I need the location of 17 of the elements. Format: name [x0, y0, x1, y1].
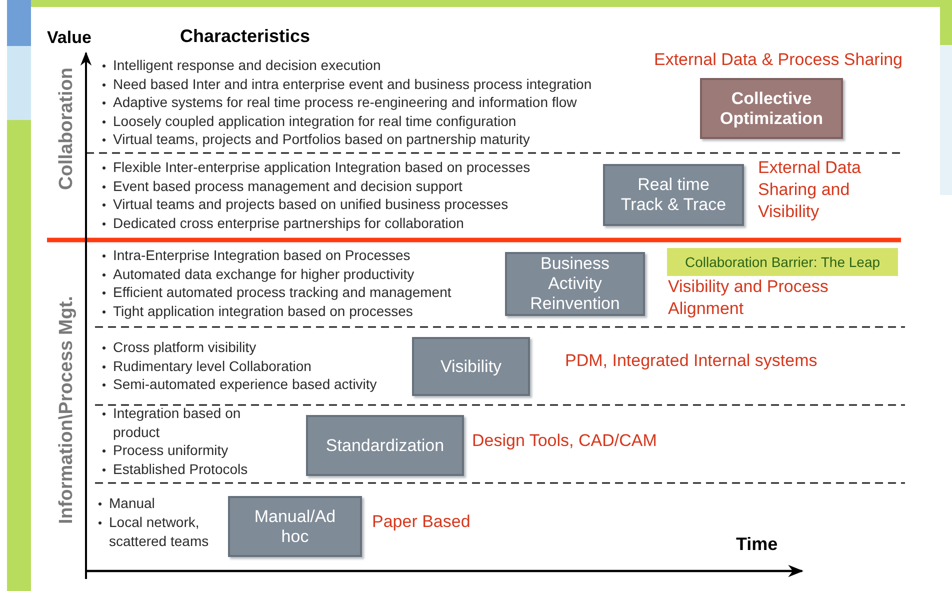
stage-description: External Data Sharing and Visibility	[758, 157, 862, 223]
axis-category-label: Collaboration	[56, 68, 78, 190]
axis-title: Time	[736, 534, 778, 555]
stage-box: Visibility	[412, 337, 530, 396]
stage-box: Standardization	[306, 415, 464, 476]
stage-description: Visibility and Process Alignment	[668, 276, 830, 320]
stage-description: Design Tools, CAD/CAM	[472, 430, 658, 452]
stage-description: PDM, Integrated Internal systems	[565, 350, 818, 372]
stage-description: Paper Based	[372, 511, 472, 533]
stage-box: Business Activity Reinvention	[505, 252, 645, 316]
stage-box: Real time Track & Trace	[603, 164, 744, 226]
axis-title: Value	[47, 28, 92, 48]
barrier-banner: Collaboration Barrier: The Leap	[667, 248, 898, 276]
stage-box: Manual/Ad hoc	[228, 496, 362, 557]
column-heading: Characteristics	[180, 26, 310, 47]
axis-category-label: Information\Process Mgt.	[56, 296, 78, 524]
stage-box: Collective Optimization	[700, 78, 843, 139]
